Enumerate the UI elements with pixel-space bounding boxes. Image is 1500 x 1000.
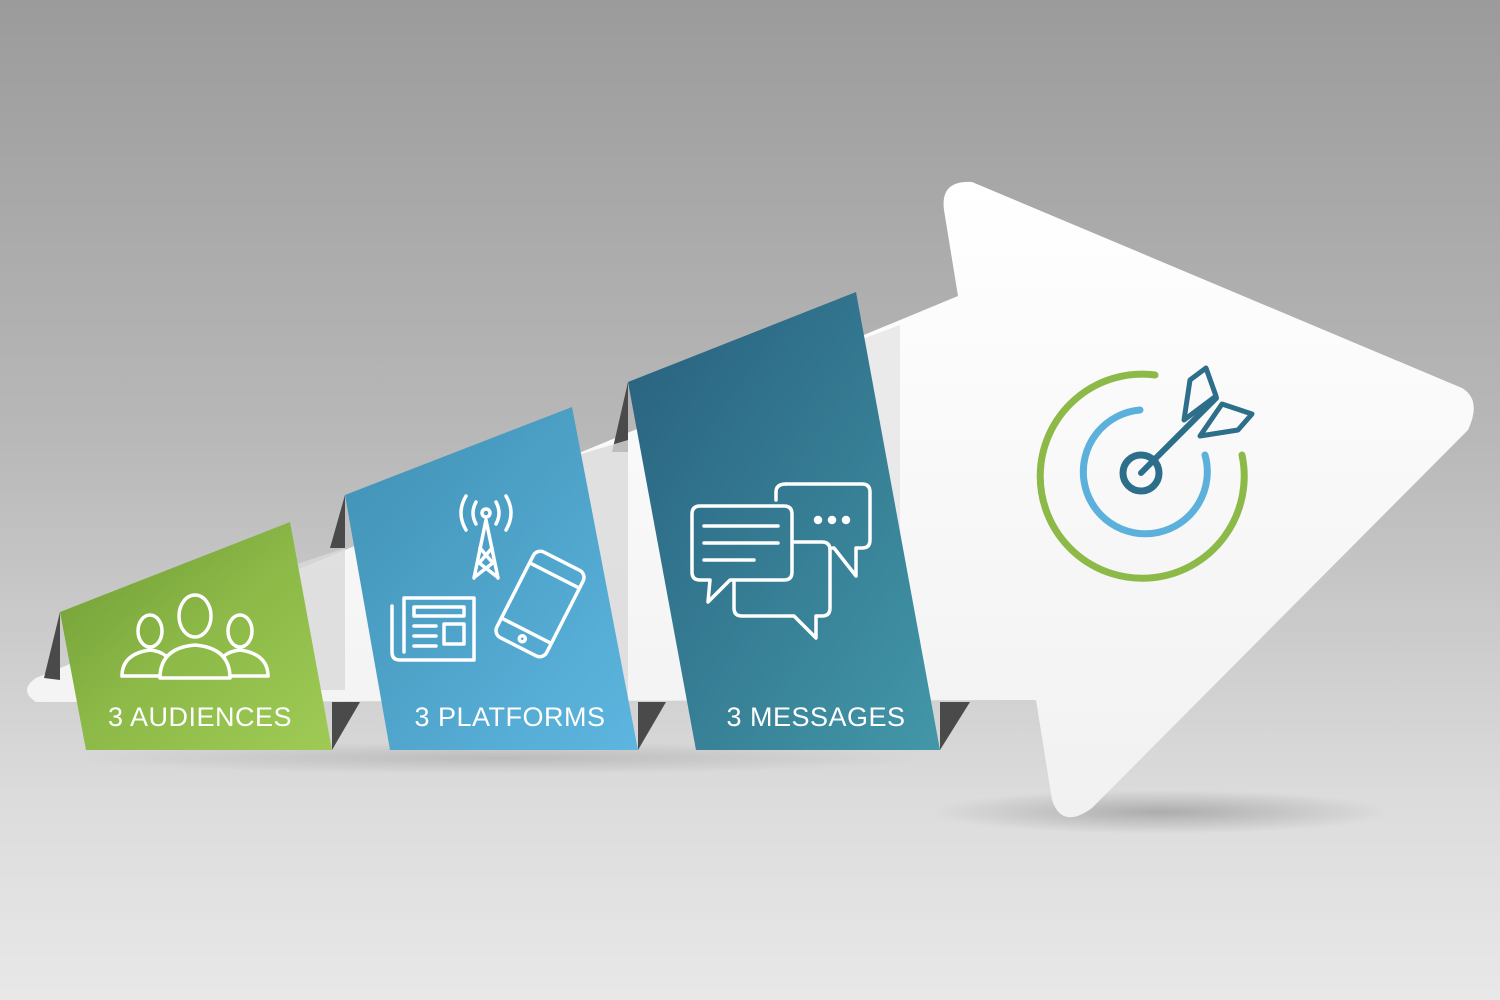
audience-group-icon <box>120 593 270 680</box>
panel-messages-label: 3 MESSAGES <box>726 702 905 732</box>
smartphone-icon <box>494 549 586 659</box>
arrow-shadow <box>930 790 1390 834</box>
panel-platforms: 3 PLATFORMS <box>345 407 638 750</box>
panel-audiences: 3 AUDIENCES <box>60 522 332 750</box>
panel-messages: 3 MESSAGES <box>628 292 940 750</box>
radio-tower-icon <box>459 494 513 580</box>
fold-shadow <box>612 382 628 452</box>
fold-shadow <box>940 702 970 750</box>
fold-shadow <box>44 612 60 680</box>
fold-shadow <box>638 702 666 750</box>
media-platforms-icon <box>390 494 586 662</box>
middle-ring <box>1079 406 1211 538</box>
bullseye <box>1119 451 1163 495</box>
target-dart-icon <box>1036 365 1255 582</box>
fold-shadow <box>332 702 360 750</box>
panel-audiences-label: 3 AUDIENCES <box>108 702 292 732</box>
chat-bubbles-icon <box>690 482 872 640</box>
panel-platforms-label: 3 PLATFORMS <box>414 702 605 732</box>
outer-ring <box>1036 370 1248 582</box>
dart-shaft <box>1138 395 1219 476</box>
fold-shadow <box>330 495 345 548</box>
dart-fletching <box>1181 365 1255 439</box>
newspaper-icon <box>390 596 476 662</box>
